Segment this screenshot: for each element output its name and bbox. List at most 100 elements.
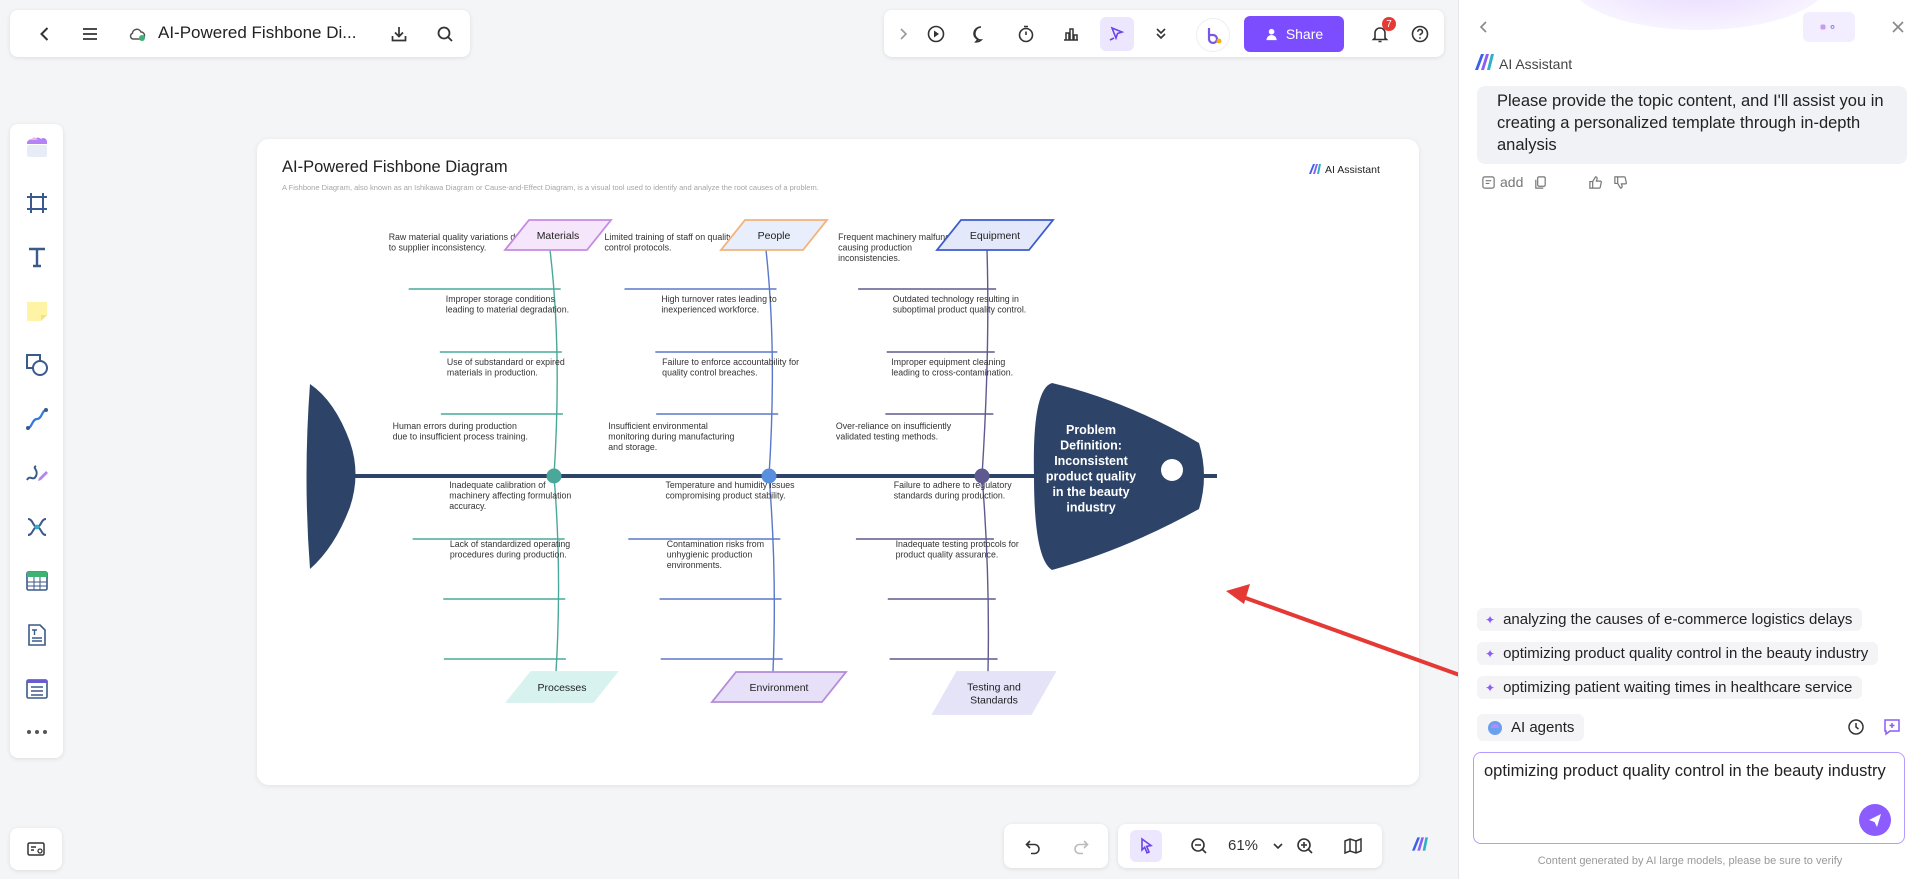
frame-icon[interactable] — [20, 186, 54, 220]
text-line: environments. — [667, 560, 722, 570]
ai-logo-icon[interactable] — [1403, 827, 1437, 861]
text-line: suboptimal product quality control. — [893, 305, 1027, 315]
cloud-saved-icon — [122, 19, 152, 49]
topbar-right: Share 7 — [884, 10, 1444, 57]
user-share-icon — [1266, 28, 1277, 40]
thumbs-up-icon[interactable] — [1588, 175, 1603, 190]
category-label-box[interactable] — [505, 671, 619, 703]
diagram-canvas[interactable]: AI-Powered Fishbone Diagram A Fishbone D… — [257, 139, 1419, 785]
suggestion-item[interactable]: ✦ analyzing the causes of e-commerce log… — [1477, 608, 1863, 631]
back-icon[interactable] — [30, 19, 60, 49]
table-icon[interactable] — [20, 564, 54, 598]
help-icon[interactable] — [1405, 19, 1435, 49]
category-label-box[interactable] — [931, 671, 1057, 715]
menu-icon[interactable] — [75, 19, 105, 49]
ai-mode-toggle-icon[interactable] — [1803, 12, 1855, 42]
shapes-icon[interactable] — [20, 348, 54, 382]
copy-icon[interactable] — [1533, 175, 1548, 190]
zoom-dropdown-icon[interactable] — [1268, 831, 1288, 861]
category-label: People — [758, 230, 791, 242]
bell-icon[interactable] — [1365, 19, 1395, 49]
category-label: Processes — [537, 682, 586, 694]
document-title[interactable]: AI-Powered Fishbone Di... — [158, 23, 357, 42]
present-play-icon[interactable] — [921, 19, 951, 49]
vote-icon[interactable] — [1056, 19, 1086, 49]
comment-icon[interactable] — [966, 19, 996, 49]
history-icon[interactable] — [1841, 712, 1871, 742]
send-icon — [1869, 814, 1881, 827]
minimap-icon[interactable] — [21, 834, 51, 864]
text-line: Use of substandard or expired — [447, 357, 565, 367]
list-icon[interactable] — [20, 672, 54, 706]
redo-icon[interactable] — [1066, 831, 1096, 861]
more-tools-icon[interactable] — [20, 720, 54, 744]
diagram-subtitle: A Fishbone Diagram, also known as an Ish… — [282, 183, 819, 192]
document-icon[interactable] — [20, 618, 54, 652]
download-icon[interactable] — [384, 19, 414, 49]
laser-pointer-icon[interactable] — [1100, 17, 1134, 51]
category-label-box[interactable] — [503, 219, 613, 251]
templates-icon[interactable] — [20, 130, 54, 164]
chevron-right-icon[interactable] — [888, 19, 918, 49]
mindmap-icon[interactable] — [20, 510, 54, 544]
zoom-out-icon[interactable] — [1184, 831, 1214, 861]
timer-icon[interactable] — [1011, 19, 1041, 49]
fishbone-diagram[interactable]: AI-Powered Fishbone Diagram A Fishbone D… — [257, 139, 1419, 785]
sticky-note-icon[interactable] — [20, 294, 54, 328]
text-line: industry — [1066, 501, 1115, 515]
panel-back-icon[interactable] — [1469, 12, 1499, 42]
ai-agents-button[interactable]: AI agents — [1477, 714, 1585, 741]
fish-eye — [1161, 459, 1183, 481]
share-button[interactable]: Share — [1244, 16, 1344, 52]
category-bone — [981, 249, 989, 477]
category-label-box[interactable] — [710, 671, 848, 703]
pen-tool-icon[interactable] — [20, 456, 54, 490]
text-tool-icon[interactable] — [20, 240, 54, 274]
thumbs-down-icon[interactable] — [1613, 175, 1628, 190]
suggestion-item[interactable]: ✦ optimizing product quality control in … — [1477, 642, 1879, 665]
new-chat-icon[interactable] — [1877, 712, 1907, 742]
zoom-level[interactable]: 61% — [1228, 837, 1259, 854]
fish-tail — [306, 384, 356, 569]
text-line: Materials — [537, 230, 580, 242]
chat-input[interactable]: optimizing product quality control in th… — [1473, 752, 1905, 844]
spine-node — [974, 468, 990, 484]
search-icon[interactable] — [430, 19, 460, 49]
send-button[interactable] — [1859, 804, 1891, 836]
close-panel-icon[interactable] — [1883, 12, 1913, 42]
double-chevron-down-icon[interactable] — [1146, 19, 1176, 49]
user-avatar[interactable] — [1196, 18, 1230, 52]
connector-icon[interactable] — [20, 402, 54, 436]
add-template-button[interactable]: add — [1481, 174, 1523, 190]
add-template-icon — [1482, 175, 1495, 189]
select-pointer-icon[interactable] — [1130, 830, 1162, 862]
zoom-in-icon[interactable] — [1290, 831, 1320, 861]
undo-icon[interactable] — [1018, 831, 1048, 861]
category-label-box[interactable] — [719, 219, 829, 251]
map-view-icon[interactable] — [1338, 831, 1368, 861]
category-label-box[interactable] — [935, 219, 1055, 251]
text-line: to supplier inconsistency. — [389, 243, 487, 253]
suggestion-item[interactable]: ✦ optimizing patient waiting times in he… — [1477, 676, 1863, 699]
undo-redo-panel — [1004, 824, 1108, 868]
text-line: accuracy. — [449, 501, 486, 511]
